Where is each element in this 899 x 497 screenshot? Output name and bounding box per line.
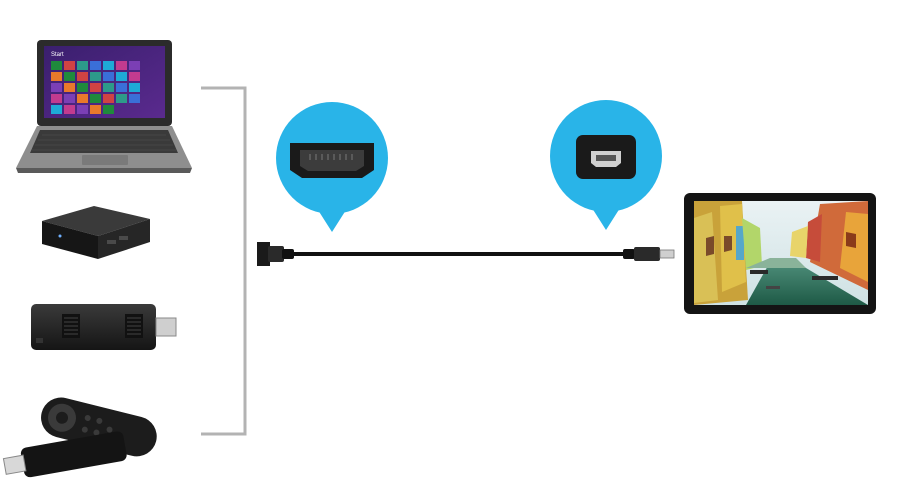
start-tile xyxy=(64,72,75,81)
mini-pc-icon xyxy=(42,206,150,259)
windows-tiles xyxy=(51,61,140,114)
start-tile xyxy=(51,83,62,92)
laptop-icon: Start xyxy=(16,40,192,173)
hdmi-connector-bubble xyxy=(276,102,388,232)
start-tile xyxy=(77,72,88,81)
start-tile xyxy=(77,105,88,114)
start-screen-label: Start xyxy=(51,52,64,58)
start-tile xyxy=(90,61,101,70)
start-tile xyxy=(116,83,127,92)
start-tile xyxy=(51,105,62,114)
start-tile xyxy=(129,94,140,103)
micro-hdmi-connector-icon xyxy=(576,135,636,179)
start-tile xyxy=(51,61,62,70)
source-bracket xyxy=(201,86,247,436)
start-tile xyxy=(103,72,114,81)
start-tile xyxy=(51,72,62,81)
start-tile xyxy=(90,105,101,114)
start-tile xyxy=(90,83,101,92)
hdmi-cable xyxy=(257,242,675,266)
streaming-stick-icon xyxy=(2,397,157,478)
start-tile xyxy=(77,83,88,92)
start-tile xyxy=(129,72,140,81)
start-tile xyxy=(64,83,75,92)
portable-monitor-icon xyxy=(684,193,876,314)
start-tile xyxy=(90,72,101,81)
start-tile xyxy=(129,83,140,92)
start-tile xyxy=(77,61,88,70)
start-tile xyxy=(116,94,127,103)
compute-stick-icon xyxy=(31,304,177,350)
start-tile xyxy=(129,61,140,70)
start-tile xyxy=(64,94,75,103)
start-tile xyxy=(103,105,114,114)
start-tile xyxy=(103,61,114,70)
start-tile xyxy=(51,94,62,103)
start-tile xyxy=(64,105,75,114)
remote-control-icon xyxy=(41,397,157,457)
start-tile xyxy=(103,83,114,92)
start-tile xyxy=(64,61,75,70)
start-tile xyxy=(90,94,101,103)
start-tile xyxy=(77,94,88,103)
start-tile xyxy=(116,61,127,70)
micro-hdmi-connector-bubble xyxy=(550,100,662,230)
start-tile xyxy=(116,72,127,81)
start-tile xyxy=(103,94,114,103)
hdmi-connector-icon xyxy=(290,143,374,178)
